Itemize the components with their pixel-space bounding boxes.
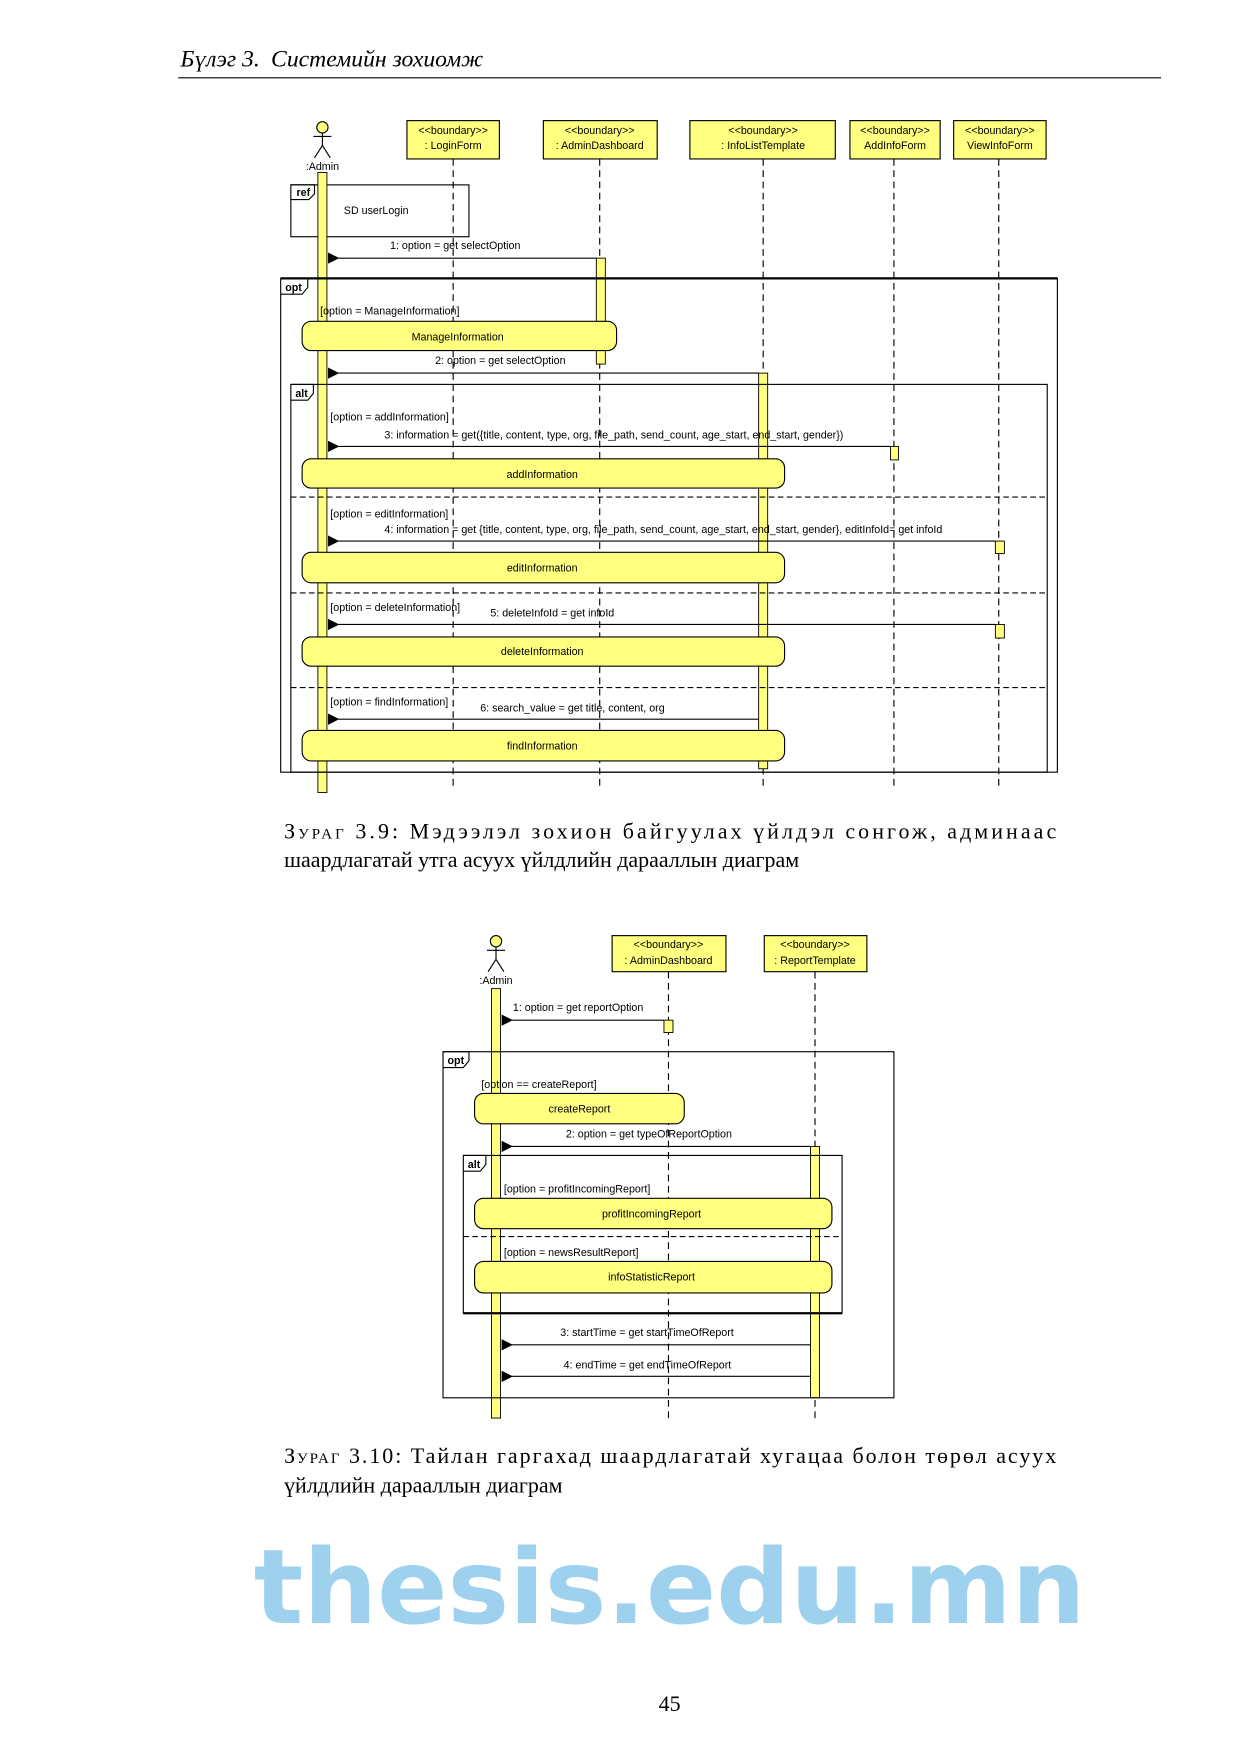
state-addinformation: addInformation (301, 458, 786, 489)
sequence-diagram-1: :Admin <<boundary>> : LoginForm <<bounda… (280, 120, 1058, 793)
message-label-2: 2: option = get typeOfReportOption (566, 1128, 732, 1140)
lifeline-name: : AdminDashboard (625, 955, 713, 967)
figure-caption-2: Зураг 3.10: Тайлан гаргахад шаардлагатай… (284, 1443, 1056, 1497)
lifeline-name: : InfoListTemplate (721, 140, 805, 152)
stereotype-label: <<boundary>> (780, 939, 850, 951)
message-label-1: 1: option = get reportOption (513, 1002, 643, 1014)
guard-profit: [option = profitIncomingReport] (504, 1184, 650, 1196)
opt-frame: opt (442, 1051, 895, 1399)
activation-admindashboard (595, 257, 606, 365)
stereotype-label: <<boundary>> (418, 125, 488, 137)
lifeline-name: : LoginForm (425, 140, 482, 152)
lifeline-box-loginform: <<boundary>> : LoginForm (406, 120, 500, 160)
message-label-5: 5: deleteInfoId = get infoId (490, 608, 614, 620)
lifeline-name: ViewInfoForm (967, 140, 1033, 152)
state-label: profitIncomingReport (602, 1208, 701, 1220)
opt-tag: opt (448, 1055, 465, 1067)
message-label-3: 3: startTime = get startTimeOfReport (560, 1327, 734, 1339)
figure-caption-1: Зураг 3.9: Мэдээлэл зохион байгуулах үйл… (284, 819, 1056, 872)
state-label: editInformation (507, 563, 578, 575)
opt-tag: opt (285, 282, 302, 294)
state-infostatisticreport: infoStatisticReport (474, 1260, 833, 1294)
guard-delete: [option = deleteInformation] (330, 602, 460, 614)
state-label: addInformation (507, 469, 578, 481)
lifeline-box-addinfoform: <<boundary>> AddInfoForm (849, 120, 941, 160)
state-findinformation: findInformation (301, 729, 786, 762)
state-label: deleteInformation (501, 646, 584, 658)
actor-admin (313, 121, 332, 159)
lifeline-name: : ReportTemplate (774, 955, 855, 967)
message-label-6: 6: search_value = get title, content, or… (480, 702, 665, 714)
lifeline-box-admindashboard: <<boundary>> : AdminDashboard (611, 935, 727, 973)
state-label: infoStatisticReport (608, 1272, 695, 1284)
caption-label: Зураг 3.9: (284, 819, 398, 844)
state-manageinformation: ManageInformation (301, 320, 618, 352)
actor-admin (486, 935, 506, 972)
ref-frame: ref SD userLogin (290, 184, 470, 238)
activation-addinfoform (890, 445, 899, 461)
state-editinformation: editInformation (301, 551, 786, 584)
guard-edit: [option = editInformation] (330, 508, 448, 520)
state-label: findInformation (507, 741, 578, 753)
guard-create: [option == createReport] (481, 1079, 596, 1091)
stereotype-label: <<boundary>> (728, 125, 798, 137)
lifeline-box-viewinfoform: <<boundary>> ViewInfoForm (953, 120, 1047, 160)
svg-text:Зураг 3.10: Тайлан гаргахад ша: Зураг 3.10: Тайлан гаргахад шаардлагатай… (284, 1443, 1056, 1468)
lifeline-box-admindashboard: <<boundary>> : AdminDashboard (542, 120, 658, 160)
guard-manage: [option = ManageInformation] (320, 306, 459, 318)
stereotype-label: <<boundary>> (634, 939, 704, 951)
lifeline-name: AddInfoForm (864, 140, 926, 152)
svg-text:Зураг 3.9: Мэдээлэл зохион бай: Зураг 3.9: Мэдээлэл зохион байгуулах үйл… (284, 819, 1056, 844)
guard-news: [option = newsResultReport] (504, 1247, 639, 1259)
state-profitincomingreport: profitIncomingReport (474, 1197, 833, 1230)
stereotype-label: <<boundary>> (965, 125, 1035, 137)
state-label: ManageInformation (412, 331, 504, 343)
activation-viewinfoform-2 (994, 624, 1005, 639)
alt-frame: alt (290, 383, 1048, 773)
actor-icon (316, 121, 329, 134)
actor-icon (489, 935, 503, 948)
caption-label: Зураг 3.10: (284, 1443, 401, 1468)
stereotype-label: <<boundary>> (565, 125, 635, 137)
message-label-4: 4: information = get {title, content, ty… (384, 524, 942, 536)
alt-tag: alt (295, 388, 308, 400)
caption-line-1: Мэдээлэл зохион байгуулах үйлдэл сонгож,… (410, 819, 1057, 844)
lifeline-box-infolisttemplate: <<boundary>> : InfoListTemplate (689, 120, 836, 160)
message-label-1: 1: option = get selectOption (390, 240, 520, 252)
chapter-label: Бүлэг 3. (179, 47, 259, 73)
ref-text: SD userLogin (344, 205, 409, 217)
svg-text:Бүлэг 3.Системийн зохиомж: Бүлэг 3. Системийн зохиомж (179, 47, 483, 73)
activation-viewinfoform-1 (994, 540, 1005, 554)
guard-find: [option = findInformation] (330, 697, 448, 709)
message-label-4: 4: endTime = get endTimeOfReport (564, 1359, 732, 1371)
lifeline-box-reporttemplate: <<boundary>> : ReportTemplate (763, 935, 868, 973)
alt-frame: alt (462, 1154, 843, 1315)
caption-line-2: үйлдлийн дарааллын диаграм (284, 1472, 563, 1497)
state-label: createReport (549, 1104, 611, 1116)
ref-tag: ref (296, 187, 310, 199)
lifeline-name: : AdminDashboard (556, 140, 644, 152)
actor-label: :Admin (306, 161, 339, 173)
guard-add: [option = addInformation] (330, 411, 449, 423)
page-number: 45 (659, 1691, 681, 1716)
caption-line-1: Тайлан гаргахад шаардлагатай хугацаа бол… (411, 1443, 1056, 1468)
alt-tag: alt (468, 1159, 481, 1171)
state-createreport: createReport (474, 1092, 685, 1125)
chapter-title: Системийн зохиомж (271, 47, 483, 73)
sequence-diagram-2: :Admin <<boundary>> : AdminDashboard <<b… (442, 935, 895, 1419)
stereotype-label: <<boundary>> (860, 125, 930, 137)
actor-label: :Admin (479, 975, 512, 987)
message-label-3: 3: information = get({title, content, ty… (384, 430, 843, 442)
activation-admindashboard (663, 1019, 674, 1034)
watermark: thesis.edu.mn (254, 1528, 1086, 1648)
state-deleteinformation: deleteInformation (301, 636, 786, 667)
caption-line-2: шаардлагатай утга асуух үйлдлийн дараалл… (284, 847, 799, 872)
running-header: Бүлэг 3. Системийн зохиомж (178, 47, 1162, 79)
message-label-2: 2: option = get selectOption (435, 355, 565, 367)
